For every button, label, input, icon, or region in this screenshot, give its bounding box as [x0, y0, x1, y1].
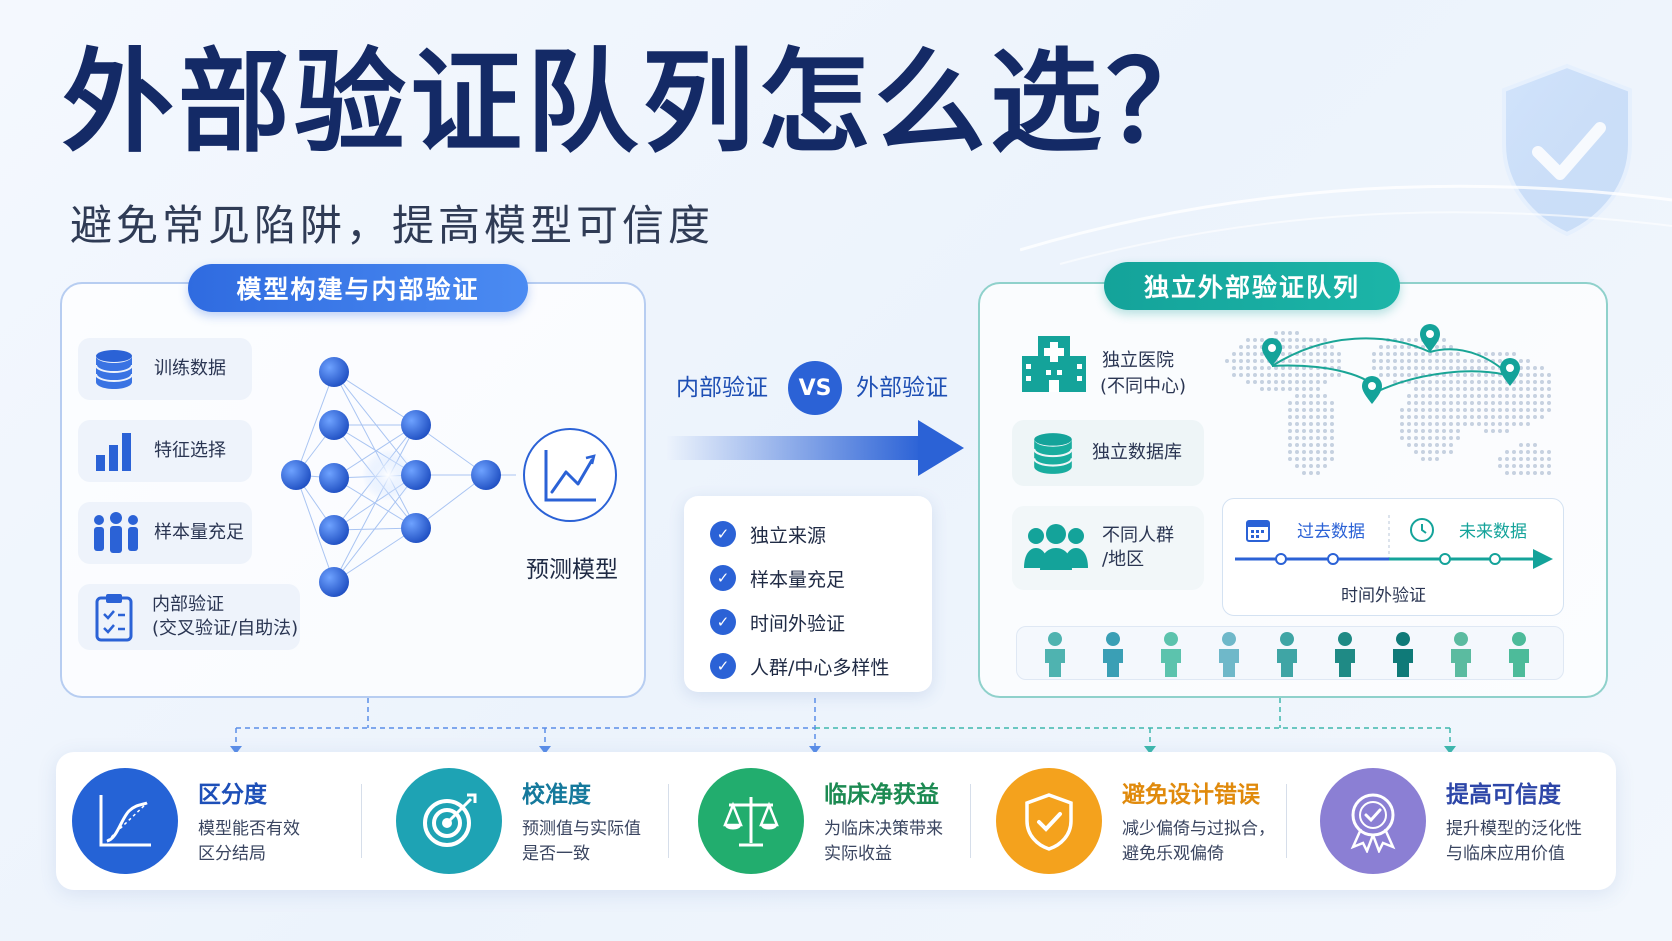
- metric-desc-line1: 减少偏倚与过拟合，: [1122, 819, 1275, 840]
- checklist-label: 独立来源: [750, 524, 827, 547]
- page-title: 外部验证队列怎么选？: [62, 38, 1222, 168]
- checklist-label: 样本量充足: [750, 568, 846, 591]
- diverse-people-row: [1016, 626, 1564, 680]
- people-group-icon: [94, 512, 138, 553]
- external-criteria-checklist: ✓ 独立来源 ✓ 样本量充足 ✓ 时间外验证 ✓ 人群/中心多样性: [684, 496, 932, 692]
- metrics-bar: 区分度 模型能否有效 区分结局 校准度 预测值与实际值 是否一致: [56, 752, 1616, 890]
- item-training-data: 训练数据: [78, 338, 252, 400]
- external-panel-title: 独立外部验证队列: [1104, 262, 1400, 310]
- population-label: 不同人群: [1102, 524, 1174, 546]
- metric-divider: [1286, 784, 1287, 858]
- clipboard-check-icon: [95, 594, 133, 642]
- metric-discrimination: 区分度 模型能否有效 区分结局: [72, 752, 300, 890]
- independent-database-card: 独立数据库: [1012, 420, 1204, 486]
- vs-badge: VS: [788, 361, 842, 415]
- temporal-validation-caption: 时间外验证: [1341, 586, 1426, 606]
- item-training-data-label: 训练数据: [154, 357, 226, 379]
- page-subtitle: 避免常见陷阱，提高模型可信度: [70, 201, 715, 250]
- timeline-arrow: [1235, 515, 1553, 569]
- bar-chart-icon: [96, 433, 131, 471]
- connector-lines: [230, 698, 1456, 754]
- future-data-label: 未来数据: [1459, 522, 1527, 542]
- item-feature-selection-label: 特征选择: [154, 439, 226, 461]
- metric-title: 避免设计错误: [1122, 782, 1260, 809]
- population-sublabel: /地区: [1102, 549, 1145, 570]
- check-circle-icon: ✓: [710, 653, 736, 679]
- metric-title: 临床净获益: [824, 782, 939, 809]
- check-circle-icon: ✓: [710, 521, 736, 547]
- curve-chart-icon: [72, 768, 178, 874]
- metric-divider: [361, 784, 362, 858]
- hospital-icon: [1022, 336, 1086, 392]
- metric-avoid-errors: 避免设计错误 减少偏倚与过拟合， 避免乐观偏倚: [996, 752, 1275, 890]
- scale-icon: [698, 768, 804, 874]
- neural-network-diagram: [281, 357, 617, 597]
- metric-divider: [970, 784, 971, 858]
- item-sample-size-label: 样本量充足: [154, 521, 244, 543]
- hospital-sublabel: (不同中心): [1100, 376, 1187, 397]
- hospital-label: 独立医院: [1102, 350, 1174, 371]
- database-icon: [1033, 433, 1073, 474]
- metric-title: 校准度: [522, 782, 591, 809]
- calendar-icon: [1246, 520, 1270, 542]
- background-swoosh: [1020, 184, 1672, 265]
- metric-desc-line1: 为临床决策带来: [824, 819, 943, 840]
- check-circle-icon: ✓: [710, 565, 736, 591]
- metric-net-benefit: 临床净获益 为临床决策带来 实际收益: [698, 752, 943, 890]
- world-map-icon: [1225, 324, 1551, 475]
- metric-desc-line2: 实际收益: [824, 844, 892, 864]
- metric-desc-line1: 模型能否有效: [198, 819, 300, 840]
- clock-icon: [1410, 518, 1434, 542]
- past-data-label: 过去数据: [1297, 522, 1365, 542]
- metric-desc-line1: 预测值与实际值: [522, 819, 641, 840]
- item-internal-validation-sublabel: (交叉验证/自助法): [152, 618, 299, 639]
- checklist-label: 人群/中心多样性: [750, 656, 890, 679]
- shield-check-icon: [996, 768, 1102, 874]
- checklist-item: ✓ 独立来源: [710, 512, 932, 556]
- internal-validation-label: 内部验证: [676, 375, 768, 401]
- checklist-item: ✓ 时间外验证: [710, 600, 932, 644]
- item-sample-size: 样本量充足: [78, 502, 252, 564]
- direction-arrow-icon: [666, 420, 964, 476]
- database-icon: [95, 350, 133, 389]
- metric-desc-line2: 与临床应用价值: [1446, 844, 1565, 864]
- internal-panel-title: 模型构建与内部验证: [188, 264, 528, 312]
- metric-title: 提高可信度: [1446, 782, 1561, 809]
- metric-title: 区分度: [198, 782, 267, 809]
- item-internal-validation: 内部验证 (交叉验证/自助法): [78, 584, 300, 650]
- metric-desc-line2: 区分结局: [198, 844, 266, 864]
- metric-desc-line2: 避免乐观偏倚: [1122, 844, 1224, 864]
- population-card: 不同人群 /地区: [1012, 506, 1204, 590]
- item-feature-selection: 特征选择: [78, 420, 252, 482]
- external-validation-label: 外部验证: [856, 375, 948, 401]
- metric-calibration: 校准度 预测值与实际值 是否一致: [396, 752, 641, 890]
- metric-desc-line1: 提升模型的泛化性: [1446, 819, 1582, 840]
- checklist-item: ✓ 样本量充足: [710, 556, 932, 600]
- metric-divider: [668, 784, 669, 858]
- item-internal-validation-label: 内部验证: [152, 593, 224, 615]
- check-circle-icon: ✓: [710, 609, 736, 635]
- metric-desc-line2: 是否一致: [522, 844, 590, 864]
- prediction-model-label: 预测模型: [526, 557, 618, 583]
- metric-credibility: 提高可信度 提升模型的泛化性 与临床应用价值: [1320, 752, 1582, 890]
- medal-icon: [1320, 768, 1426, 874]
- target-icon: [396, 768, 502, 874]
- population-group-icon: [1024, 524, 1088, 570]
- temporal-validation-box: 过去数据 未来数据 时间外验证: [1222, 498, 1564, 616]
- person-icons: [1045, 632, 1529, 677]
- database-label: 独立数据库: [1092, 441, 1182, 463]
- checklist-item: ✓ 人群/中心多样性: [710, 644, 932, 688]
- checklist-label: 时间外验证: [750, 612, 846, 635]
